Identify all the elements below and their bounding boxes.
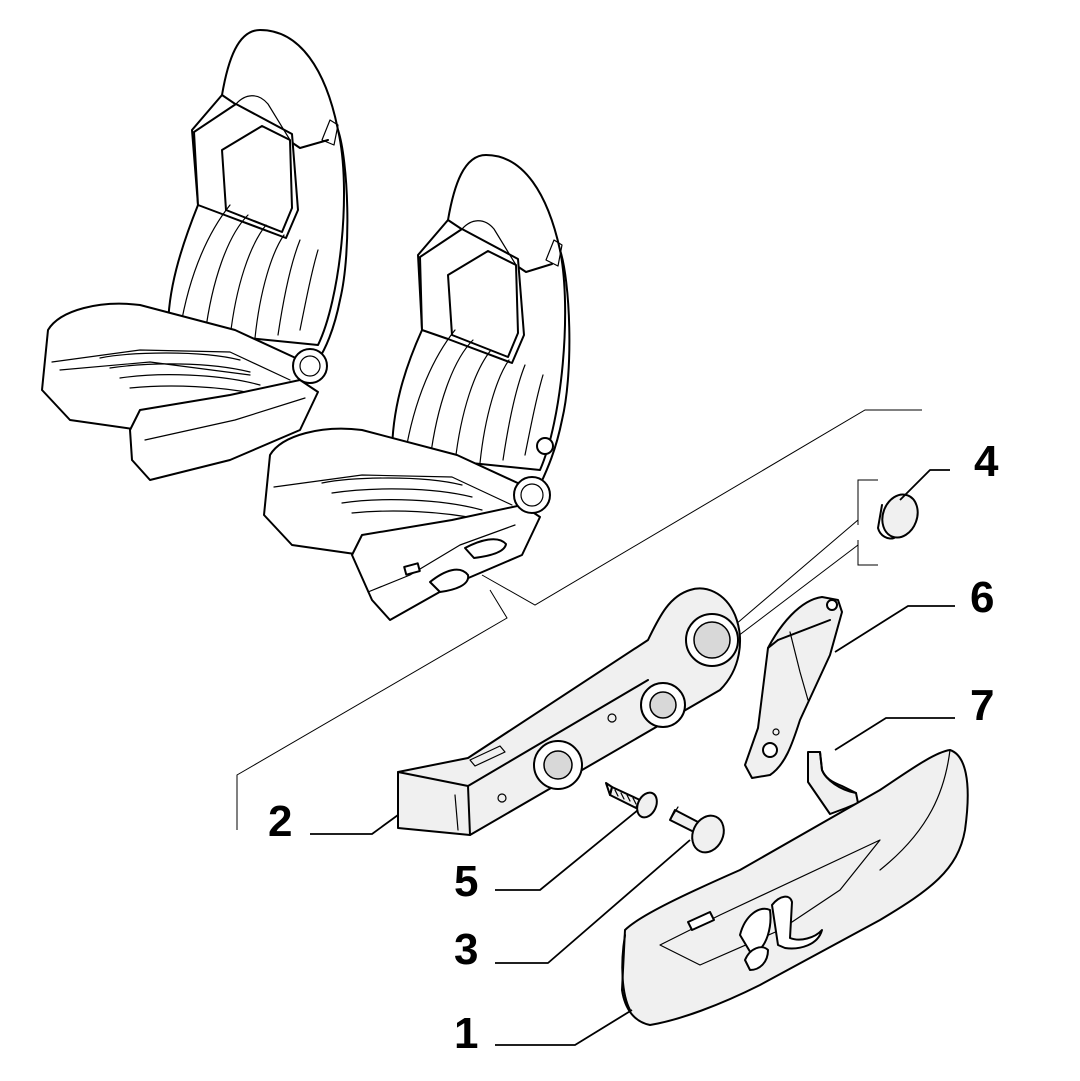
part-3-pin — [669, 806, 725, 854]
callout-number-3: 3 — [454, 925, 479, 974]
callout-number-7: 7 — [970, 681, 995, 730]
part-4-cap — [877, 493, 919, 540]
leader-3 — [495, 839, 691, 964]
callout-number-5: 5 — [454, 857, 479, 906]
callout-number-4: 4 — [974, 437, 999, 486]
leader-7 — [834, 717, 955, 751]
leader-4 — [899, 469, 950, 501]
assembly-guide-lines — [236, 409, 922, 830]
part-2-seat-frame — [397, 587, 741, 836]
leader-6 — [834, 605, 955, 653]
seat-right-illustration — [263, 154, 571, 621]
callout-number-6: 6 — [970, 573, 995, 622]
part-5-screw — [605, 782, 658, 819]
part-7-clip — [807, 751, 859, 815]
callout-number-1: 1 — [454, 1009, 479, 1058]
leader-5 — [495, 809, 639, 891]
callout-leader-lines — [310, 469, 955, 1046]
part-1-side-trim — [621, 749, 969, 1026]
callout-number-2: 2 — [268, 797, 293, 846]
leader-2 — [310, 814, 399, 835]
seat-left-illustration — [41, 29, 349, 481]
part-6-cover-bracket — [744, 596, 843, 779]
leader-1 — [495, 1009, 633, 1046]
